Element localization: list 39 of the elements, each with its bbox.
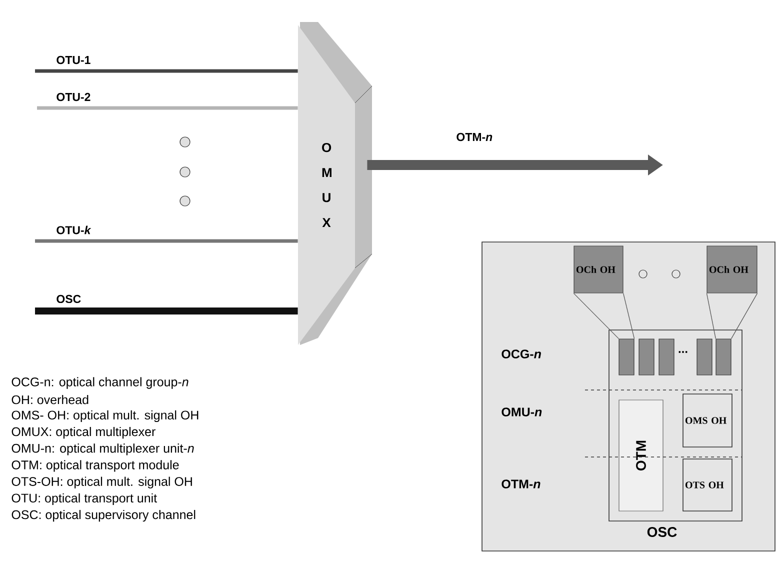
definition-text: OTS-OH: optical mult. signal OH [12,476,192,488]
overhead-box: OMS OH [682,394,732,448]
definition-text: OCG-n: optical channel group-n [12,377,188,389]
row-label: OCG-n [502,350,541,358]
channel-bar [696,338,712,376]
module-box: OTM [618,400,664,512]
edge-label: OSC [56,294,81,304]
module-frame [608,330,742,522]
signal-line [35,308,298,314]
signal-line [35,239,298,243]
channel-bar [638,338,654,376]
definition-text: OH: overhead [12,395,88,404]
channel-bar [658,338,674,376]
definition-text: OTM: optical transport module [12,460,179,472]
ellipsis: ... [678,351,688,353]
edge-label: OTU-k [56,226,92,234]
leader-line [706,292,716,339]
channel-bar [716,338,732,376]
overhead-box: OCh OH [574,246,624,294]
definition-text: OSC: optical supervisory channel [12,510,196,522]
multiplexer: O M U X [298,22,372,345]
definition-text: OMS- OH: optical mult. signal OH [12,410,198,422]
edge-label: OTU-1 [56,56,90,64]
edge-label: OTU-2 [56,92,90,102]
signal-line [35,69,298,73]
edge-label: OTM-n [456,132,492,142]
overhead-box: OCh OH [706,246,758,294]
definition-text: OTU: optical transport unit [12,493,157,505]
signal-line [37,106,298,110]
row-label: OTM-n [502,480,540,488]
definition-text: OMUX: optical multiplexer [12,426,156,439]
overhead-box: OTS OH [682,458,732,512]
channel-label: OSC [647,527,677,537]
leader-line [730,292,758,339]
leader-line [573,292,620,339]
channel-bar [618,338,634,376]
leader-line [622,292,635,339]
definition-text: OMU-n: optical multiplexer unit-n [12,444,194,456]
row-label: OMU-n [502,408,542,416]
